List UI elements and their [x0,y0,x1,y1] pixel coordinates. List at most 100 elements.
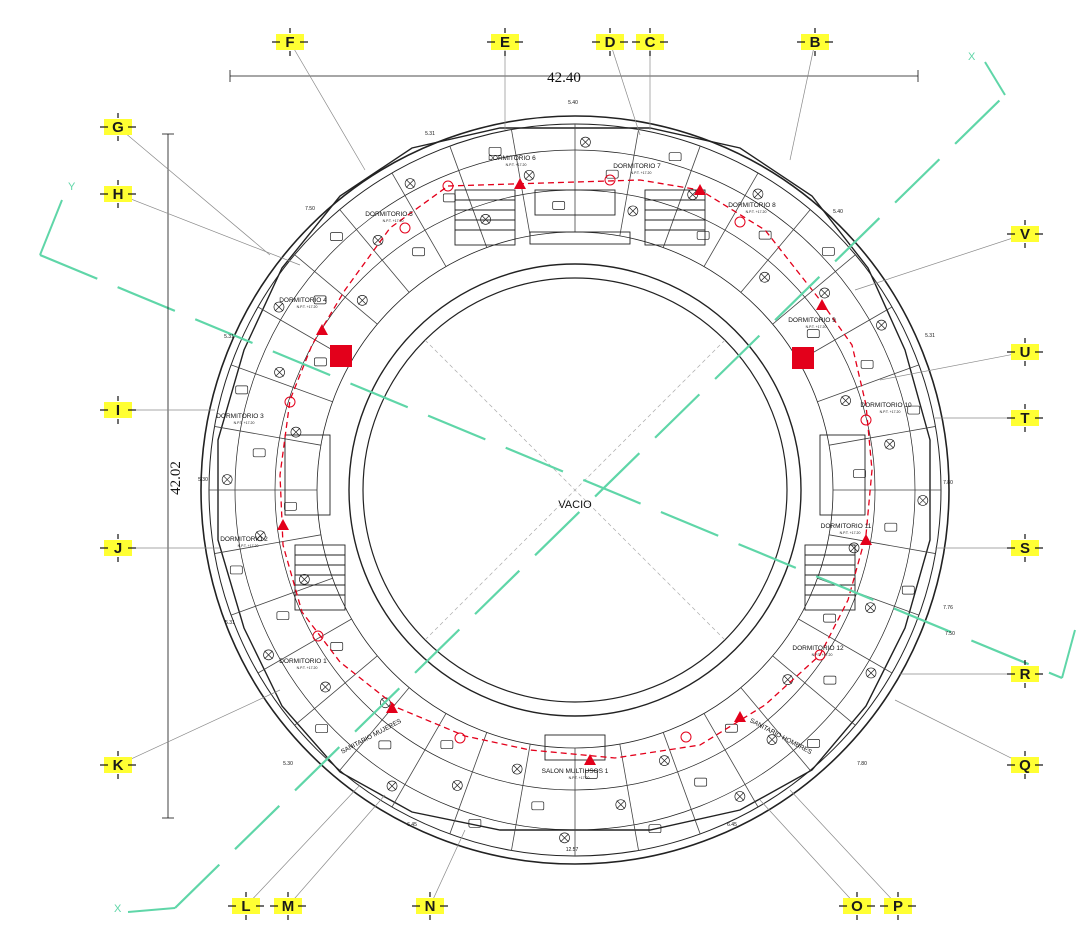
room-level: N.P.T. +17.20 [806,325,827,329]
grid-leaders [117,41,1026,907]
grid-axis-R: R [1007,660,1043,688]
room-label: DORMITORIO 7N.P.T. +17.20 [613,163,661,175]
grid-axis-U: U [1007,338,1043,366]
room-name: DORMITORIO 8 [728,202,776,209]
grid-axis-label-S: S [1020,540,1030,557]
grid-axis-B: B [797,28,833,56]
room-name: DORMITORIO 9 [788,317,836,324]
grid-axis-label-I: I [116,402,120,419]
room-label: DORMITORIO 3N.P.T. +17.20 [216,413,264,425]
grid-axis-M: M [270,892,306,920]
room-level: N.P.T. +17.20 [297,305,318,309]
overall-width-label: 42.40 [547,70,581,86]
room-label: DORMITORIO 10N.P.T. +17.20 [860,402,912,414]
evacuation-markers [277,174,872,765]
grid-axis-F: F [272,28,308,56]
grid-axis-label-H: H [113,186,124,203]
room-label: DORMITORIO 4N.P.T. +17.20 [279,297,327,309]
stair-cores [284,189,866,761]
ucs-corners [39,61,1076,913]
room-label: DORMITORIO 6N.P.T. +17.20 [488,155,536,167]
room-name: DORMITORIO 2 [220,536,268,543]
segment-dimension: 12.57 [566,847,579,853]
grid-axis-C: C [632,28,668,56]
room-name: DORMITORIO 1 [279,658,327,665]
segment-dimension: 5.40 [833,209,843,215]
room-name: DORMITORIO 10 [860,402,912,409]
grid-axis-H: H [100,180,136,208]
overall-height-dimension [162,133,174,819]
room-label: SANITARIO HOMBRES [748,717,813,756]
segment-dimension: 5.31 [224,334,234,340]
grid-axis-label-F: F [285,34,294,51]
room-level: N.P.T. +17.20 [234,421,255,425]
ucs-x-label-top: X [968,51,976,63]
segment-dimension: 7.50 [945,631,955,637]
grid-axis-O: O [839,892,875,920]
grid-axis-label-T: T [1020,410,1029,427]
grid-axis-K: K [100,751,136,779]
segment-dimension: 5.31 [225,620,235,626]
red-stair-symbols [330,345,814,369]
grid-axis-label-O: O [851,898,863,915]
grid-axis-label-P: P [893,898,903,915]
grid-axis-N: N [412,892,448,920]
grid-axis-V: V [1007,220,1043,248]
room-level: N.P.T. +17.20 [238,544,259,548]
outer-wall-polygon [217,127,931,831]
room-name: DORMITORIO 3 [216,413,264,420]
grid-axis-label-R: R [1020,666,1031,683]
segment-dimension: 7.50 [305,206,315,212]
grid-axis-label-U: U [1020,344,1031,361]
segment-dimension: 6.45 [727,822,737,828]
overall-width-dimension [229,70,919,82]
room-level: N.P.T. +17.20 [840,531,861,535]
room-name: DORMITORIO 11 [821,523,872,530]
grid-axis-label-G: G [112,119,124,136]
room-label: DORMITORIO 11N.P.T. +17.20 [821,523,872,535]
room-label: DORMITORIO 1N.P.T. +17.20 [279,658,327,670]
room-level: N.P.T. +17.20 [746,210,767,214]
room-name: DORMITORIO 4 [279,297,327,304]
grid-axis-T: T [1007,404,1043,432]
room-level: N.P.T. +17.20 [383,219,404,223]
grid-axis-E: E [487,28,523,56]
room-label: DORMITORIO 5N.P.T. +17.20 [365,211,413,223]
room-name: DORMITORIO 12 [792,645,844,652]
grid-axis-S: S [1007,534,1043,562]
room-label: DORMITORIO 8N.P.T. +17.20 [728,202,776,214]
grid-axis-label-J: J [114,540,122,557]
room-name: SANITARIO MUJERES [340,717,403,755]
room-name: DORMITORIO 5 [365,211,413,218]
segment-dimension: 7.80 [857,761,867,767]
room-label: SALON MULTIUSOS 1N.P.T. +17.20 [542,768,609,780]
grid-axis-L: L [228,892,264,920]
segment-dimension: 5.31 [425,131,435,137]
room-name: DORMITORIO 6 [488,155,536,162]
segment-dimension: 7.76 [943,605,953,611]
grid-axis-label-B: B [810,34,821,51]
segment-dimension: 7.80 [943,480,953,486]
evacuation-route [279,179,873,759]
room-level: N.P.T. +17.20 [297,666,318,670]
room-level: N.P.T. +17.20 [880,410,901,414]
room-level: N.P.T. +17.20 [812,653,833,657]
room-label: SANITARIO MUJERES [340,717,403,755]
grid-axis-label-K: K [113,757,124,774]
grid-axis-Q: Q [1007,751,1043,779]
room-name: SALON MULTIUSOS 1 [542,768,609,775]
ucs-y-label: Y [68,181,76,193]
grid-axis-I: I [100,396,136,424]
grid-axis-J: J [100,534,136,562]
grid-axis-label-C: C [645,34,656,51]
grid-axis-label-Q: Q [1019,757,1031,774]
segment-dimension: 6.45 [407,822,417,828]
room-label: DORMITORIO 12N.P.T. +17.20 [792,645,844,657]
overall-height-label: 42.02 [168,461,184,495]
grid-axis-P: P [880,892,916,920]
grid-axis-label-D: D [605,34,616,51]
room-level: N.P.T. +17.20 [631,171,652,175]
room-level: N.P.T. +17.20 [569,776,590,780]
